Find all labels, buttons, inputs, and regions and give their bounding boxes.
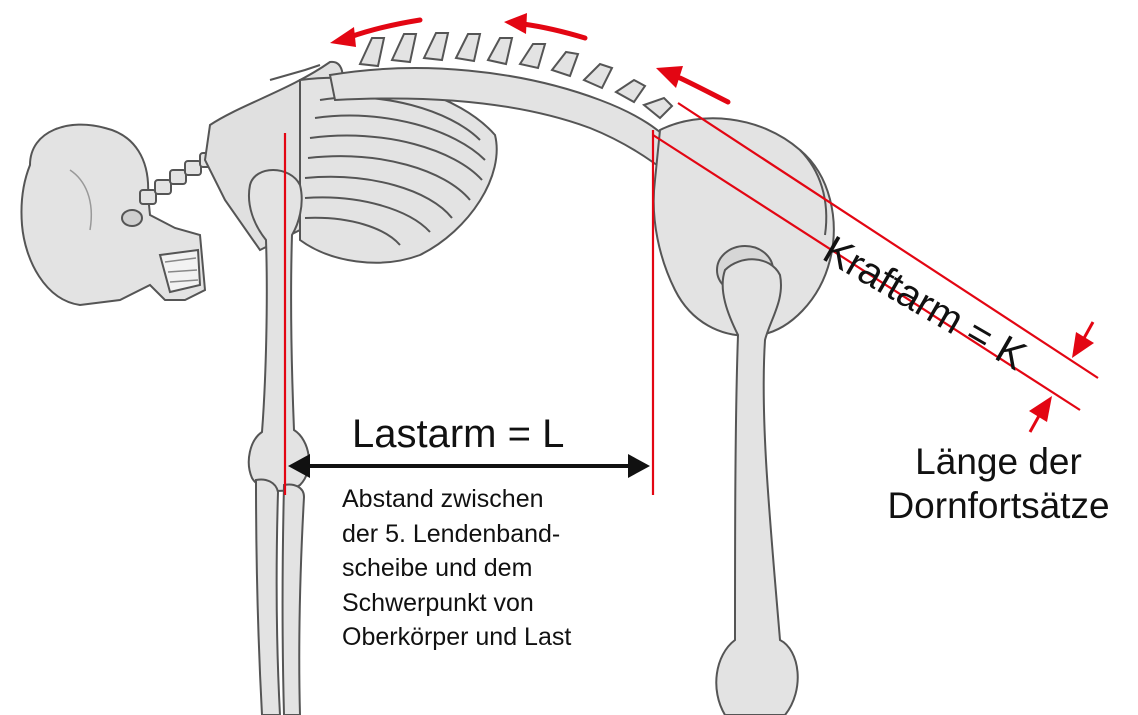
motion-arrow-2 — [504, 13, 585, 38]
distance-description-line: Abstand zwischen — [342, 482, 662, 517]
humerus — [249, 170, 309, 491]
load-arm-label: Lastarm = L — [352, 412, 564, 457]
lower-indicator-arrow — [1029, 396, 1052, 432]
upper-indicator-arrow — [1072, 322, 1094, 358]
distance-description-line: scheibe und dem — [342, 551, 662, 586]
load-arm-arrow — [288, 454, 650, 478]
distance-description-line: der 5. Lendenband- — [342, 517, 662, 552]
process-length-line: Länge der — [866, 440, 1131, 484]
distance-description: Abstand zwischen der 5. Lendenband- sche… — [342, 482, 662, 655]
motion-arrow-3 — [656, 66, 728, 102]
skull — [21, 125, 205, 305]
distance-description-line: Schwerpunkt von — [342, 586, 662, 621]
forearm — [256, 480, 304, 715]
distance-description-line: Oberkörper und Last — [342, 620, 662, 655]
process-length-label: Länge der Dornfortsätze — [866, 440, 1131, 528]
rib-cage — [300, 78, 497, 263]
process-length-line: Dornfortsätze — [866, 484, 1131, 528]
